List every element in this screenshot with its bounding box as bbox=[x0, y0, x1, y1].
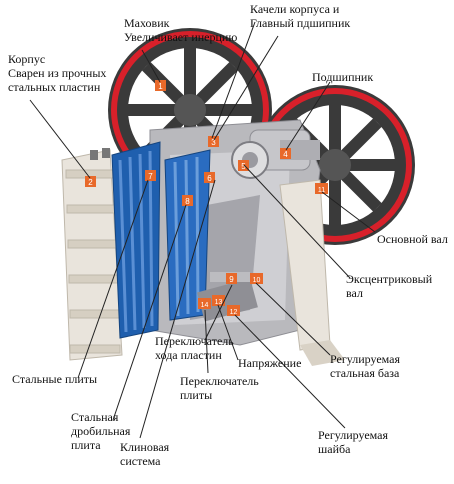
marker-13: 13 bbox=[212, 295, 225, 306]
svg-text:7: 7 bbox=[148, 172, 153, 181]
label-main-shaft: Основной вал bbox=[377, 232, 448, 246]
right-frame-leg bbox=[279, 179, 345, 366]
label-bearing: Подшипник bbox=[312, 70, 374, 84]
marker-9: 9 bbox=[226, 273, 237, 284]
marker-14: 14 bbox=[198, 298, 211, 309]
svg-text:11: 11 bbox=[318, 187, 325, 194]
marker-3: 3 bbox=[208, 136, 219, 147]
svg-text:1: 1 bbox=[158, 82, 163, 91]
svg-text:10: 10 bbox=[253, 277, 261, 284]
blue-jaw-plates bbox=[111, 141, 211, 339]
leader-lines bbox=[29, 21, 376, 439]
marker-12: 12 bbox=[227, 305, 240, 316]
marker-11: 11 bbox=[315, 183, 328, 194]
marker-8: 8 bbox=[182, 195, 193, 206]
marker-6: 6 bbox=[204, 172, 215, 183]
svg-text:12: 12 bbox=[230, 309, 238, 316]
marker-7: 7 bbox=[145, 170, 156, 181]
marker-10: 10 bbox=[250, 273, 263, 284]
svg-text:9: 9 bbox=[229, 275, 234, 284]
label-steel-plates: Стальные плиты bbox=[12, 372, 98, 386]
svg-text:4: 4 bbox=[283, 150, 288, 159]
number-markers: 1 2 3 4 5 6 7 8 9 10 11 12 13 14 bbox=[85, 80, 328, 316]
svg-text:5: 5 bbox=[241, 162, 246, 171]
svg-text:14: 14 bbox=[201, 302, 209, 309]
svg-text:3: 3 bbox=[211, 138, 216, 147]
marker-2: 2 bbox=[85, 176, 96, 187]
left-frame bbox=[61, 148, 123, 361]
marker-1: 1 bbox=[155, 80, 166, 91]
svg-text:8: 8 bbox=[185, 197, 190, 206]
label-tension: Напряжение bbox=[238, 356, 302, 370]
svg-text:2: 2 bbox=[88, 178, 93, 187]
marker-4: 4 bbox=[280, 148, 291, 159]
svg-text:13: 13 bbox=[215, 299, 223, 306]
svg-text:6: 6 bbox=[207, 174, 212, 183]
marker-5: 5 bbox=[238, 160, 249, 171]
